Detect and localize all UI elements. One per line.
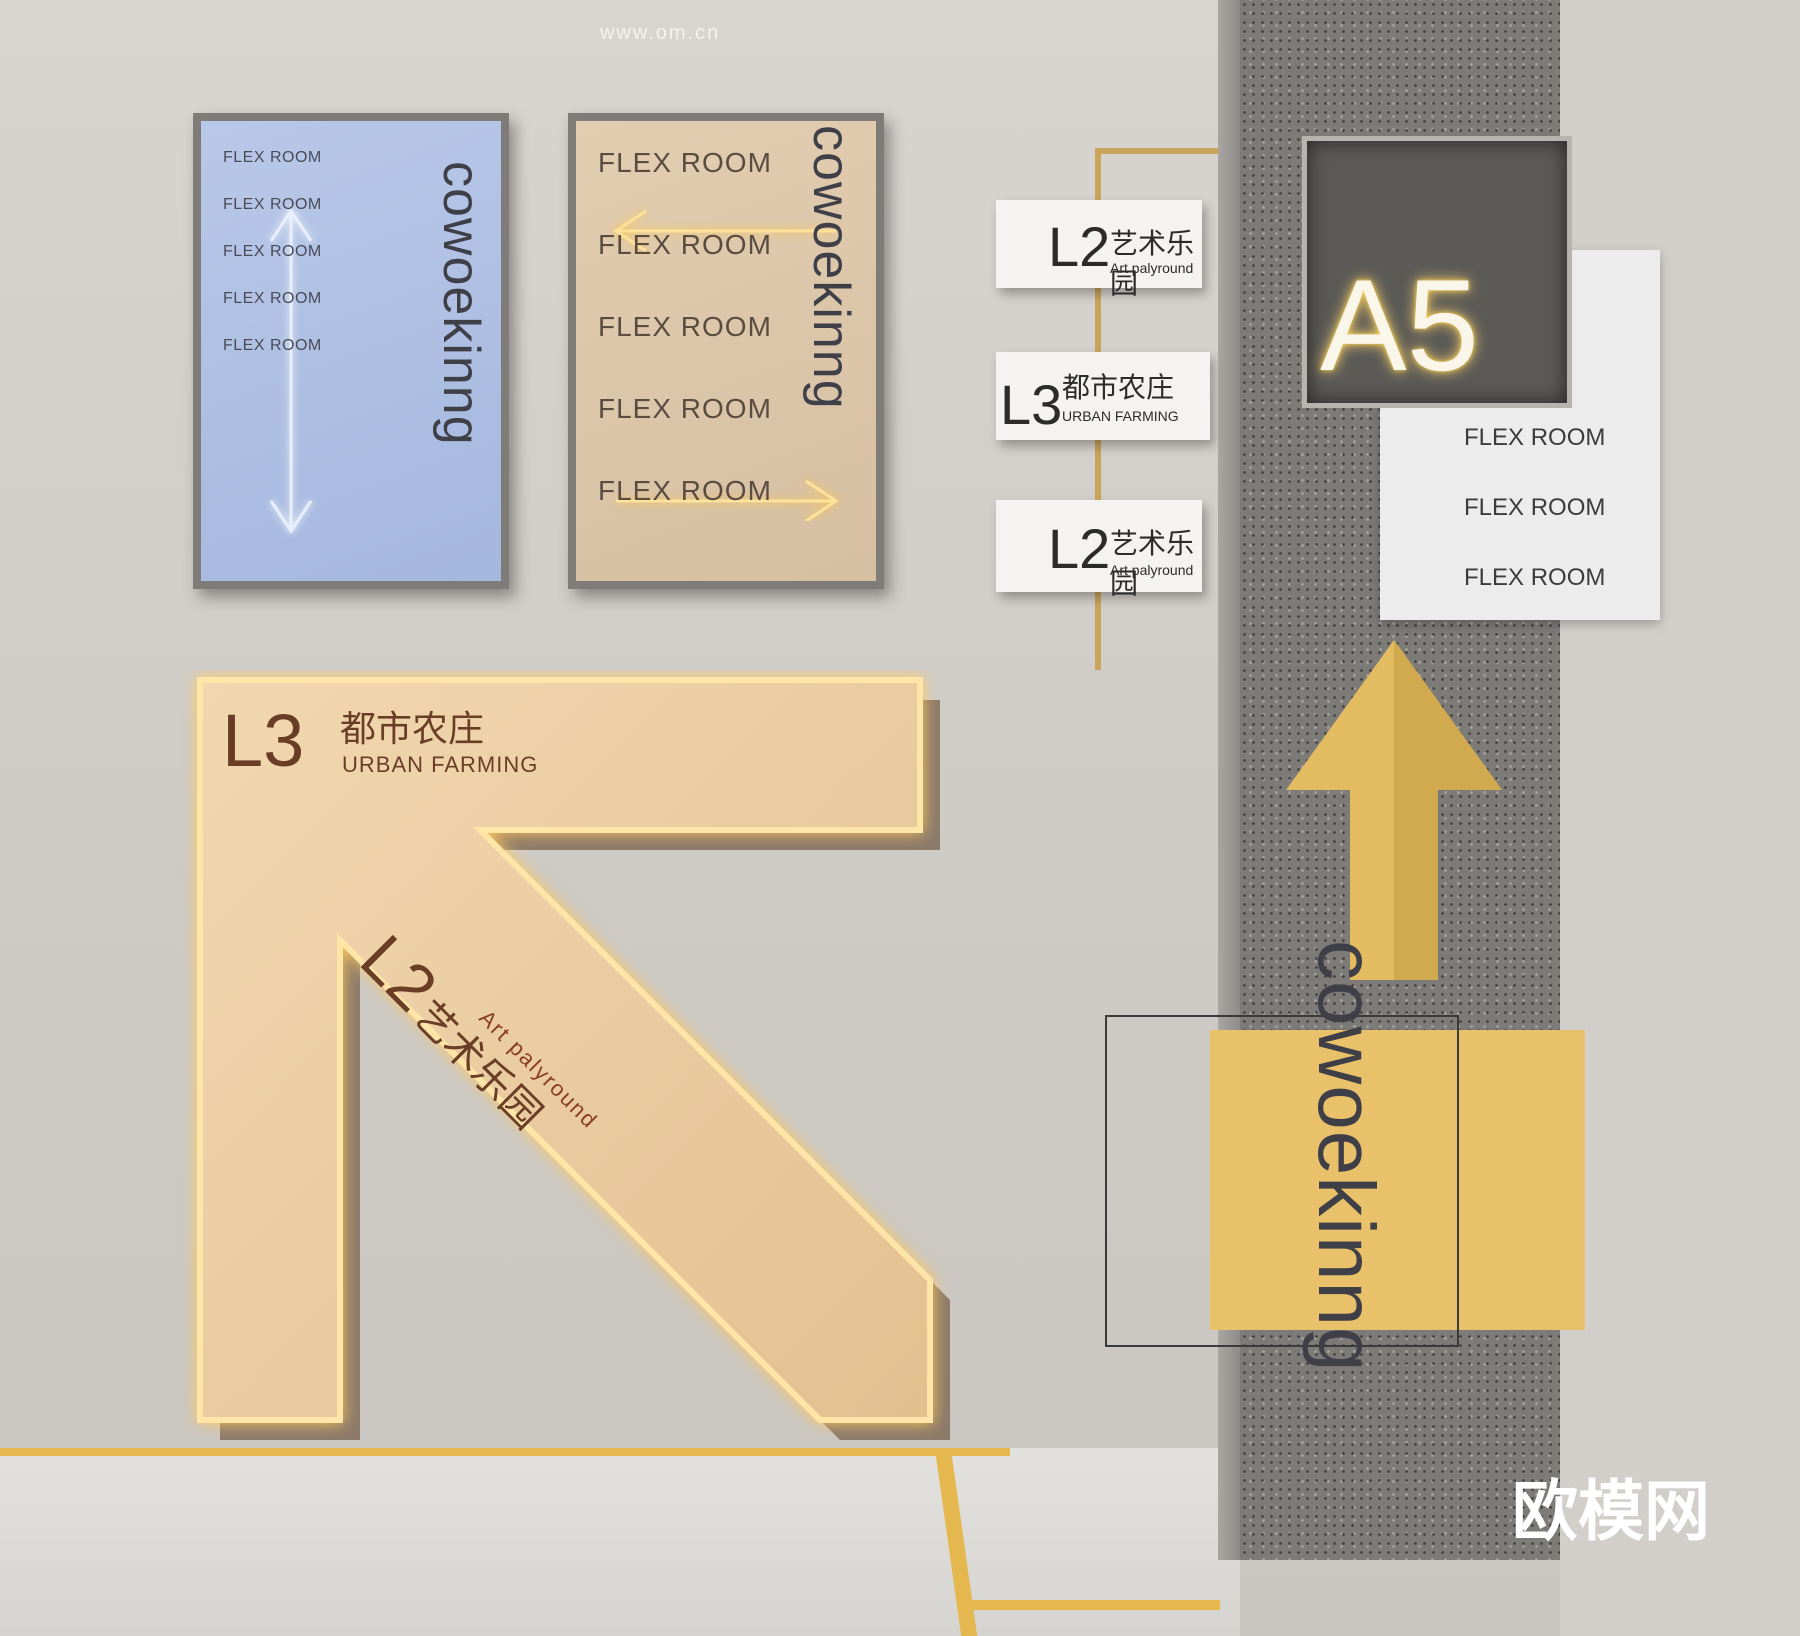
sign-bracket — [1095, 148, 1235, 154]
room-code-label: A5 — [1320, 252, 1480, 398]
sign-english: Art palyround — [1110, 562, 1194, 578]
floor-arrow-sign — [197, 677, 950, 1440]
l3-level-label: L3 — [222, 699, 305, 782]
right-wall — [1560, 0, 1800, 1636]
l3-english-label: URBAN FARMING — [342, 752, 539, 777]
flex-room-label: FLEX ROOM — [1464, 564, 1606, 591]
neon-up-down-arrow-icon — [269, 208, 313, 534]
floor-stripe — [0, 1448, 1010, 1456]
sign-chinese: 都市农庄 — [1062, 371, 1175, 404]
l3-chinese-label: 都市农庄 — [340, 709, 485, 750]
sign-level: L3 — [1000, 373, 1063, 436]
outline-frame — [1105, 1015, 1459, 1347]
flex-room-label: FLEX ROOM — [223, 196, 322, 213]
hanging-sign-l2: L2 艺术乐园 Art palyround — [996, 500, 1202, 600]
brand-watermark: 欧模网 — [1512, 1473, 1710, 1550]
sign-chinese: 艺术乐园 — [1110, 527, 1195, 600]
beige-wayfinding-panel: FLEX ROOM FLEX ROOM FLEX ROOM FLEX ROOM … — [568, 113, 884, 589]
sign-chinese: 艺术乐园 — [1110, 227, 1195, 300]
sign-english: Art palyround — [1110, 260, 1194, 276]
flex-room-label: FLEX ROOM — [1464, 494, 1606, 521]
gold-up-arrow-icon — [1286, 640, 1502, 980]
flex-room-label: FLEX ROOM — [598, 311, 772, 342]
yellow-panel — [1210, 1030, 1585, 1330]
sign-level: L2 — [1048, 215, 1111, 278]
flex-room-label: FLEX ROOM — [223, 337, 322, 354]
sign-english: URBAN FARMING — [1062, 408, 1179, 424]
hanging-sign-l2: L2 艺术乐园 Art palyround — [996, 200, 1202, 300]
hanging-sign-l3: L3 都市农庄 URBAN FARMING — [996, 352, 1210, 440]
flex-room-label: FLEX ROOM — [598, 229, 772, 260]
flex-room-label: FLEX ROOM — [223, 290, 322, 307]
room-code-box — [1302, 136, 1572, 408]
url-watermark: www.om.cn — [600, 22, 721, 44]
vertical-brand-word: cowoekinng — [432, 161, 490, 446]
neon-left-right-arrow-icon — [613, 209, 839, 521]
floor-stripe-bottom — [960, 1600, 1220, 1610]
flex-room-label: FLEX ROOM — [598, 393, 772, 424]
flex-room-label: FLEX ROOM — [598, 475, 772, 506]
sign-level: L2 — [1048, 517, 1111, 580]
vertical-brand-word: cowoekinng — [1302, 940, 1391, 1373]
vertical-brand-word: cowoekinng — [802, 125, 860, 410]
flex-room-label: FLEX ROOM — [223, 149, 322, 166]
flex-room-label: FLEX ROOM — [1464, 424, 1606, 451]
blue-wayfinding-panel: FLEX ROOM FLEX ROOM FLEX ROOM FLEX ROOM … — [193, 113, 509, 589]
flex-room-label: FLEX ROOM — [598, 147, 772, 178]
flex-room-label: FLEX ROOM — [223, 243, 322, 260]
